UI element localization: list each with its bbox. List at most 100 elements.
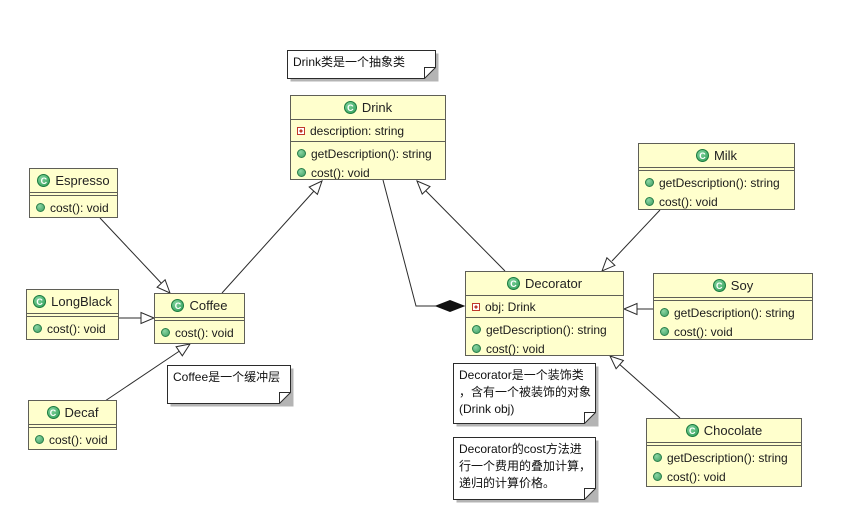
class-espresso[interactable]: C Espresso cost(): void xyxy=(29,168,118,218)
method-label: getDescription(): string xyxy=(667,450,788,465)
method-icon xyxy=(660,327,669,336)
class-soy[interactable]: C Soy getDescription(): string cost(): v… xyxy=(653,273,813,340)
field-label: obj: Drink xyxy=(485,299,536,314)
method-label: cost(): void xyxy=(49,432,108,447)
generalization-longblack-coffee[interactable] xyxy=(119,311,156,325)
class-title: C Decaf xyxy=(29,401,116,425)
class-icon: C xyxy=(46,406,60,419)
class-methods: getDescription(): string cost(): void xyxy=(654,301,812,339)
method-row: getDescription(): string xyxy=(466,320,623,339)
class-longblack[interactable]: C LongBlack cost(): void xyxy=(26,289,119,340)
note-coffee-buffer[interactable]: Coffee是一个缓冲层 xyxy=(167,365,290,403)
method-icon xyxy=(33,324,42,333)
empty-fields-compartment xyxy=(155,318,244,321)
class-decorator[interactable]: C Decorator obj: Drink getDescription():… xyxy=(465,271,624,356)
class-name: Milk xyxy=(713,148,738,163)
class-icon: C xyxy=(506,277,520,290)
method-label: cost(): void xyxy=(667,469,726,484)
class-icon: C xyxy=(33,295,47,308)
note-decorator-role[interactable]: Decorator是一个装饰类 ，含有一个被装饰的对象 (Drink obj) xyxy=(453,363,595,423)
generalization-decaf-coffee[interactable] xyxy=(104,343,192,402)
method-row: cost(): void xyxy=(647,467,801,486)
method-icon xyxy=(660,308,669,317)
method-label: cost(): void xyxy=(311,165,370,180)
method-icon xyxy=(297,168,306,177)
generalization-espresso-coffee[interactable] xyxy=(99,217,171,294)
class-title: C Soy xyxy=(654,274,812,298)
generalization-coffee-drink[interactable] xyxy=(221,180,323,294)
class-fields: obj: Drink xyxy=(466,296,623,318)
method-row: getDescription(): string xyxy=(654,303,812,322)
composition-decorator-drink[interactable] xyxy=(382,179,466,313)
method-icon xyxy=(645,197,654,206)
class-icon: C xyxy=(695,149,709,162)
class-title: C LongBlack xyxy=(27,290,118,314)
class-name: Drink xyxy=(361,100,393,115)
class-icon: C xyxy=(712,279,726,292)
method-label: cost(): void xyxy=(486,341,545,356)
method-row: cost(): void xyxy=(654,322,812,339)
class-coffee[interactable]: C Coffee cost(): void xyxy=(154,293,245,344)
class-title: C Decorator xyxy=(466,272,623,296)
empty-fields-compartment xyxy=(27,314,118,317)
note-shape-drink[interactable] xyxy=(287,50,439,82)
method-label: cost(): void xyxy=(47,321,106,336)
method-icon xyxy=(472,325,481,334)
class-milk[interactable]: C Milk getDescription(): string cost(): … xyxy=(638,143,795,210)
class-title: C Chocolate xyxy=(647,419,801,443)
generalization-milk-decorator[interactable] xyxy=(601,209,661,272)
note-shape-decorator-cost[interactable] xyxy=(453,437,599,503)
method-label: cost(): void xyxy=(674,324,733,339)
method-label: cost(): void xyxy=(659,194,718,209)
note-line: ，含有一个被装饰的对象 xyxy=(459,385,592,399)
method-icon xyxy=(653,453,662,462)
class-name: Espresso xyxy=(55,173,110,188)
generalization-soy-decorator[interactable] xyxy=(622,302,653,316)
class-methods: cost(): void xyxy=(30,196,117,217)
method-icon xyxy=(161,328,170,337)
field-row: obj: Drink xyxy=(466,297,623,316)
class-title: C Espresso xyxy=(30,169,117,193)
class-name: Decaf xyxy=(64,405,99,420)
note-shape-decorator-role[interactable] xyxy=(453,363,599,427)
class-name: Chocolate xyxy=(703,423,763,438)
note-shape-coffee[interactable] xyxy=(167,365,294,407)
class-methods: getDescription(): string cost(): void xyxy=(466,318,623,356)
note-line: 递归的计算价格。 xyxy=(459,476,556,490)
method-row: cost(): void xyxy=(291,163,445,180)
field-icon xyxy=(472,302,480,311)
method-row: cost(): void xyxy=(155,323,244,342)
method-label: cost(): void xyxy=(50,200,109,215)
method-row: cost(): void xyxy=(29,430,116,449)
empty-fields-compartment xyxy=(639,168,794,171)
empty-fields-compartment xyxy=(647,443,801,446)
method-label: getDescription(): string xyxy=(659,175,780,190)
class-name: Soy xyxy=(730,278,754,293)
empty-fields-compartment xyxy=(29,425,116,428)
method-row: cost(): void xyxy=(466,339,623,356)
class-methods: cost(): void xyxy=(29,428,116,449)
generalization-chocolate-decorator[interactable] xyxy=(609,355,681,419)
field-label: description: string xyxy=(310,123,405,138)
generalization-decorator-drink[interactable] xyxy=(416,180,506,272)
method-row: cost(): void xyxy=(639,192,794,209)
note-line: Drink类是一个抽象类 xyxy=(293,55,406,69)
note-line: Coffee是一个缓冲层 xyxy=(173,370,281,384)
method-row: getDescription(): string xyxy=(639,173,794,192)
method-row: cost(): void xyxy=(27,319,118,338)
class-icon: C xyxy=(171,299,185,312)
class-methods: getDescription(): string cost(): void xyxy=(647,446,801,486)
method-icon xyxy=(36,203,45,212)
note-decorator-cost[interactable]: Decorator的cost方法进 行一个费用的叠加计算， 递归的计算价格。 xyxy=(453,437,595,499)
class-decaf[interactable]: C Decaf cost(): void xyxy=(28,400,117,450)
class-methods: cost(): void xyxy=(27,317,118,339)
method-row: cost(): void xyxy=(30,198,117,217)
class-methods: getDescription(): string cost(): void xyxy=(639,171,794,209)
class-drink[interactable]: C Drink description: string getDescripti… xyxy=(290,95,446,180)
note-line: (Drink obj) xyxy=(459,402,515,416)
method-icon xyxy=(297,149,306,158)
note-drink-abstract[interactable]: Drink类是一个抽象类 xyxy=(287,50,435,78)
method-icon xyxy=(645,178,654,187)
class-chocolate[interactable]: C Chocolate getDescription(): string cos… xyxy=(646,418,802,487)
